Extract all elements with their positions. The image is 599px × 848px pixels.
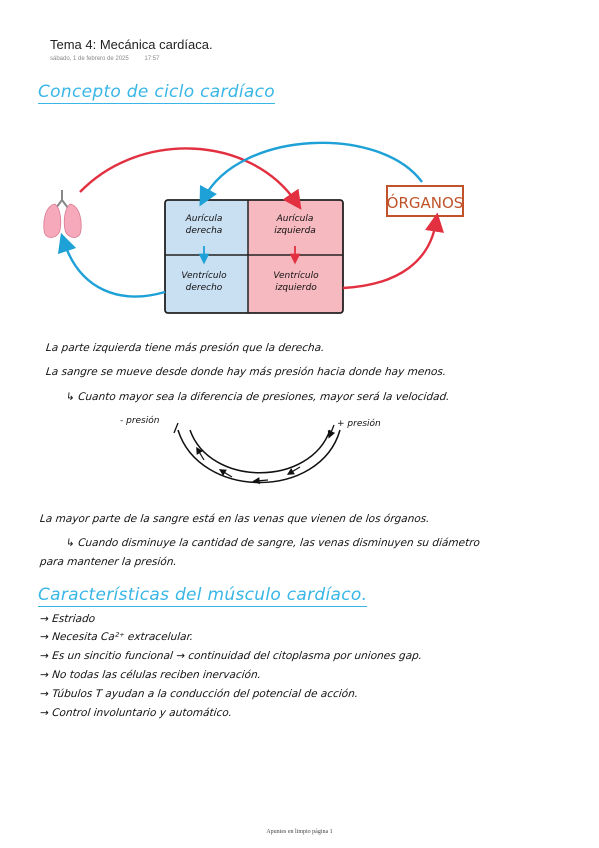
atrium-right-label-2: derecha	[186, 226, 223, 236]
ventricle-left-chamber	[248, 255, 343, 313]
note-meta: sábado, 1 de febrero de 2025 17:57	[50, 56, 173, 62]
text-line-1: La parte izquierda tiene más presión que…	[45, 342, 326, 354]
ventricle-left-label-2: izquierdo	[275, 283, 317, 293]
list-item: → No todas las células reciben inervació…	[39, 669, 262, 681]
blue-arrow-right-ventricle-to-lungs	[57, 232, 166, 298]
atrium-right-label-1: Aurícula	[185, 214, 223, 224]
lungs-icon	[43, 190, 82, 238]
ventricle-right-label-2: derecho	[186, 283, 223, 293]
text-line-4: La mayor parte de la sangre está en las …	[39, 513, 431, 525]
list-item: → Túbulos T ayudan a la conducción del p…	[39, 688, 359, 700]
text-line-5: ↳ Cuando disminuye la cantidad de sangre…	[65, 537, 481, 549]
pressure-flow-diagram: - presión + presión	[120, 415, 381, 485]
ventricle-right-chamber	[165, 255, 248, 313]
page-footer: Apuntes en limpio página 1	[266, 829, 333, 835]
list-item: → Es un sincitio funcional → continuidad…	[39, 650, 423, 662]
section-heading-ciclo: Concepto de ciclo cardíaco	[38, 82, 275, 104]
red-arrow-lungs-to-left-atrium	[79, 147, 302, 210]
high-pressure-label: + presión	[337, 418, 381, 429]
text-line-2: La sangre se mueve desde donde hay más p…	[45, 366, 447, 378]
organs-box	[386, 185, 464, 217]
ventricle-right-label-1: Ventrículo	[181, 271, 227, 281]
text-line-3: ↳ Cuanto mayor sea la diferencia de pres…	[65, 391, 451, 403]
ventricle-left-label-1: Ventrículo	[273, 271, 319, 281]
text-line-6: para mantener la presión.	[39, 556, 178, 568]
list-item: → Control involuntario y automático.	[39, 707, 233, 719]
atrium-left-label-1: Aurícula	[276, 214, 314, 224]
note-time: 17:57	[144, 56, 160, 62]
note-title: Tema 4: Mecánica cardíaca.	[50, 37, 213, 52]
atrium-right-chamber	[165, 200, 248, 255]
note-date: sábado, 1 de febrero de 2025	[50, 56, 129, 62]
section-heading-caracteristicas: Características del músculo cardíaco.	[38, 585, 368, 607]
organs-label: ÓRGANOS	[387, 193, 464, 212]
red-arrow-left-ventricle-to-organs	[342, 212, 444, 290]
list-item: → Estriado	[39, 613, 96, 625]
atrium-left-label-2: izquierda	[274, 226, 316, 236]
low-pressure-label: - presión	[120, 415, 160, 426]
blue-arrow-organs-to-right-atrium	[199, 141, 423, 207]
heart-cycle-diagram: Aurícula derecha Aurícula izquierda Vent…	[43, 141, 464, 314]
list-item: → Necesita Ca²⁺ extracelular.	[39, 631, 194, 643]
